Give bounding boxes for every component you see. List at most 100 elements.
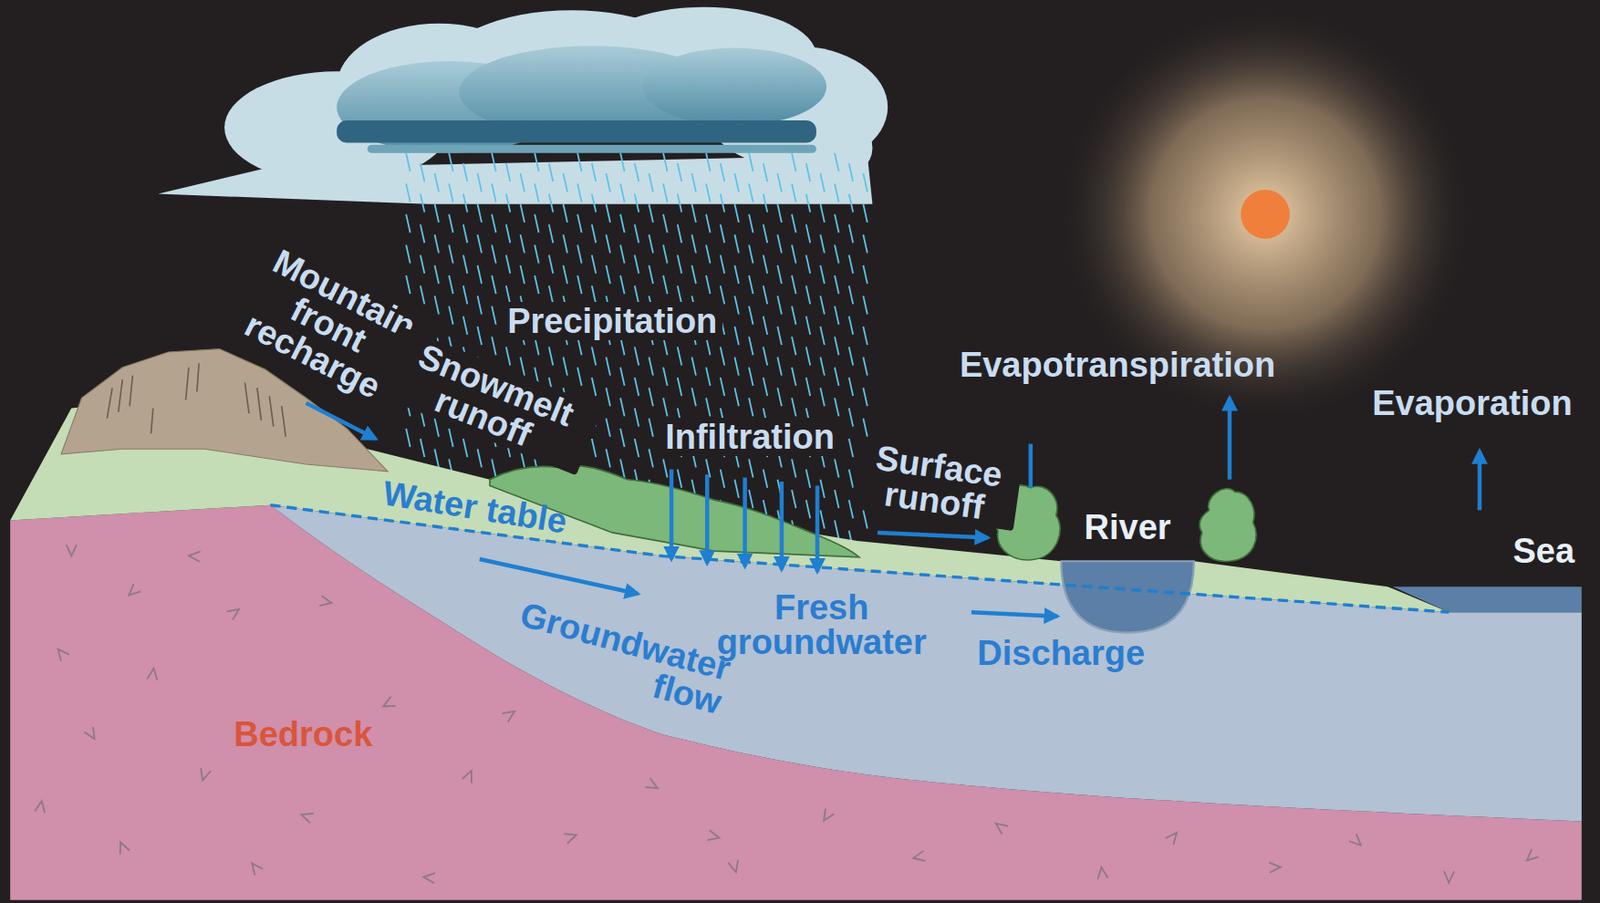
rain-streak — [720, 163, 725, 182]
rain-streak — [491, 306, 496, 325]
rain-streak — [706, 367, 710, 386]
rain-streak — [435, 173, 439, 192]
rain-streak — [620, 428, 624, 447]
rain-streak — [691, 173, 696, 192]
rain-streak — [777, 173, 781, 192]
rain-streak — [834, 306, 839, 325]
bedrock-mark — [423, 872, 436, 884]
precipitation-label: Precipitation — [501, 301, 723, 341]
rain-streak — [448, 153, 453, 172]
rain-streak — [648, 234, 653, 253]
bedrock-mark — [1165, 829, 1181, 845]
rain-streak — [720, 346, 725, 365]
rain-streak — [763, 346, 768, 365]
rain-streak — [691, 387, 696, 406]
rain-streak — [463, 438, 468, 458]
rain-streak — [663, 397, 667, 416]
runoff-label: Snowmelt runoff — [376, 326, 604, 475]
rain-streak — [592, 285, 596, 304]
rain-streak — [477, 234, 482, 253]
sea-label: Sea — [1512, 533, 1575, 569]
rain-streak — [605, 387, 610, 406]
rain-streak — [791, 214, 796, 233]
rain-streak — [691, 265, 696, 284]
rain-streak — [777, 204, 781, 223]
rain-streak — [663, 367, 667, 386]
rain-streak — [677, 346, 682, 365]
rain-streak — [791, 183, 796, 202]
rain-streak — [549, 285, 553, 304]
rain-streak — [677, 224, 682, 243]
rain-streak — [691, 234, 696, 253]
rain-streak — [562, 234, 567, 253]
rain-streak — [862, 418, 867, 437]
rain-streak — [448, 428, 453, 447]
rain-streak — [862, 234, 867, 253]
rain-streak — [834, 183, 839, 202]
bedrock-mark — [197, 768, 211, 782]
rain-streak — [549, 163, 553, 182]
rain-streak — [862, 173, 867, 192]
rain-streak — [562, 204, 567, 223]
rain-streak — [862, 509, 867, 529]
sea — [1392, 586, 1582, 613]
rain-streak — [748, 306, 753, 325]
bedrock-mark — [502, 706, 518, 722]
rain-streak — [862, 357, 867, 376]
rain-streak — [777, 234, 781, 253]
discharge-arrow — [971, 612, 1058, 616]
infiltration-arrow — [705, 474, 709, 563]
bedrock-mark — [227, 604, 242, 620]
bedrock-mark — [83, 727, 99, 742]
rain-streak — [849, 194, 853, 213]
rain-streak — [605, 265, 610, 284]
rain-streak — [491, 153, 496, 172]
rain-streak — [720, 469, 725, 489]
rain-streak — [748, 275, 753, 294]
rain-streak — [648, 173, 653, 192]
rain-streak — [592, 163, 596, 182]
rain-streak — [820, 295, 824, 314]
rain-streak — [834, 214, 839, 233]
rain-streak — [519, 204, 524, 223]
rain-streak — [834, 458, 839, 478]
rain-streak — [620, 397, 624, 416]
transpiration-line — [1028, 444, 1033, 489]
rain-streak — [562, 173, 567, 192]
rain-streak — [834, 367, 839, 386]
rain-streak — [748, 214, 753, 233]
rain-streak — [706, 275, 710, 294]
rain-streak — [791, 153, 796, 172]
rain-streak — [720, 194, 725, 213]
rain-streak — [706, 153, 710, 172]
rain-streak — [634, 407, 639, 426]
rain-streak — [562, 265, 567, 284]
rain-streak — [634, 285, 639, 304]
rain-streak — [706, 244, 710, 263]
rain-streak — [491, 336, 496, 355]
bedrock-mark — [1523, 849, 1539, 865]
rain-streak — [605, 448, 610, 468]
rain-streak — [648, 204, 653, 223]
rain-streak — [620, 153, 624, 172]
rain-streak — [677, 255, 682, 274]
rain-streak — [734, 295, 738, 314]
river — [1060, 561, 1194, 633]
rain-streak — [677, 469, 682, 489]
rain-streak — [849, 377, 853, 396]
rain-streak — [748, 397, 753, 416]
rain-streak — [592, 224, 596, 243]
rain-streak — [849, 346, 853, 365]
rain-streak — [806, 499, 811, 519]
bedrock-mark — [727, 860, 741, 874]
rain-streak — [405, 214, 410, 233]
rain-streak — [748, 489, 753, 509]
rain-streak — [862, 204, 867, 223]
rain-streak — [806, 346, 811, 365]
rain-streak — [849, 163, 853, 182]
rain-streak — [648, 357, 653, 376]
rain-streak — [620, 244, 624, 263]
rain-streak — [734, 357, 738, 376]
rain-streak — [420, 285, 425, 304]
rain-streak — [448, 244, 453, 263]
